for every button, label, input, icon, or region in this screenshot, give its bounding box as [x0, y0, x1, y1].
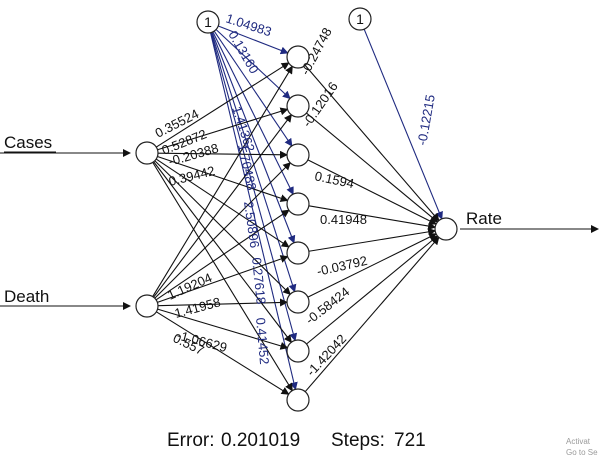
input2-hidden7-edge — [157, 308, 289, 350]
input-label-cases: Cases — [4, 133, 52, 152]
input1-hidden4-edge — [157, 155, 289, 203]
bias-node-output — [348, 7, 372, 31]
hidden1-output-edge — [304, 64, 440, 222]
input1-hidden6-edge — [154, 160, 291, 295]
hidden7-output-edge — [306, 235, 439, 345]
input2-hidden2-edge — [153, 113, 292, 298]
input1-hidden5-edge — [155, 158, 290, 248]
output-node — [434, 217, 458, 241]
steps-value: 721 — [394, 430, 426, 451]
input-hidden-edges — [152, 62, 293, 395]
bias-hidden-edge-2 — [215, 29, 291, 100]
hidden-node-5 — [286, 241, 310, 265]
bias-node-hidden — [196, 10, 220, 34]
hidden-node-3 — [286, 143, 310, 167]
hidden-node-6 — [286, 290, 310, 314]
hidden-node-2 — [286, 94, 310, 118]
input2-hidden4-edge — [155, 209, 290, 301]
weight-hidden-output-6: -0.58424 — [303, 284, 353, 327]
input-label-death: Death — [4, 287, 49, 306]
weight-bias-hidden-6: 0.27618 — [249, 257, 269, 305]
bias-hidden-edge-6 — [210, 32, 297, 293]
bias-hidden-edge-5 — [211, 32, 296, 244]
error-label: Error: — [167, 430, 215, 451]
steps-label: Steps: — [331, 430, 385, 451]
bias-hidden-edge-1 — [218, 25, 289, 55]
weight-hidden-output-3: 0.1594 — [313, 168, 355, 191]
weight-bias-hidden-7: 0.41452 — [253, 317, 272, 365]
watermark-line2: Go to Se — [566, 448, 598, 457]
bias-output-edge — [363, 28, 443, 220]
error-value: 0.201019 — [221, 430, 300, 451]
bias-hidden-edge-7 — [210, 32, 298, 342]
input2-hidden3-edge — [154, 162, 291, 299]
weight-hidden-output-4: 0.41948 — [320, 212, 367, 227]
bias-hidden-edge-3 — [213, 30, 293, 147]
bias-node-output-label: 1 — [356, 11, 364, 27]
input2-hidden6-edge — [157, 298, 289, 307]
input1-hidden3-edge — [157, 150, 289, 159]
hidden2-output-edge — [306, 112, 439, 223]
bias-edges — [210, 25, 443, 391]
weight-hidden-output-7: -1.42042 — [303, 331, 349, 379]
hidden-output-edges — [304, 64, 440, 393]
input1-hidden2-edge — [157, 107, 289, 151]
bias-node-hidden-label: 1 — [204, 14, 212, 30]
input2-hidden8-edge — [156, 311, 290, 395]
weight-bias-hidden-5: 2.50896 — [241, 200, 262, 249]
hidden-node-1 — [286, 45, 310, 69]
input-node-2 — [135, 294, 159, 318]
hidden8-output-edge — [304, 236, 440, 393]
hidden-node-7 — [286, 339, 310, 363]
hidden5-output-edge — [308, 227, 437, 252]
hidden3-output-edge — [307, 159, 438, 225]
weight-bias-output: -0.12215 — [414, 93, 438, 146]
input-node-1 — [135, 141, 159, 165]
input1-hidden1-edge — [155, 62, 290, 148]
weight-hidden-output-5: -0.03792 — [315, 253, 368, 279]
hidden-node-4 — [286, 192, 310, 216]
hidden6-output-edge — [307, 233, 438, 298]
input2-hidden5-edge — [157, 255, 289, 303]
input2-hidden1-edge — [152, 65, 293, 297]
output-label-rate: Rate — [466, 209, 502, 228]
hidden4-output-edge — [308, 205, 437, 230]
watermark-line1: Activat — [566, 437, 591, 446]
input1-hidden8-edge — [152, 162, 293, 392]
bias-hidden-edge-4 — [212, 31, 294, 196]
hidden-node-8 — [286, 388, 310, 412]
input1-hidden7-edge — [153, 161, 292, 344]
